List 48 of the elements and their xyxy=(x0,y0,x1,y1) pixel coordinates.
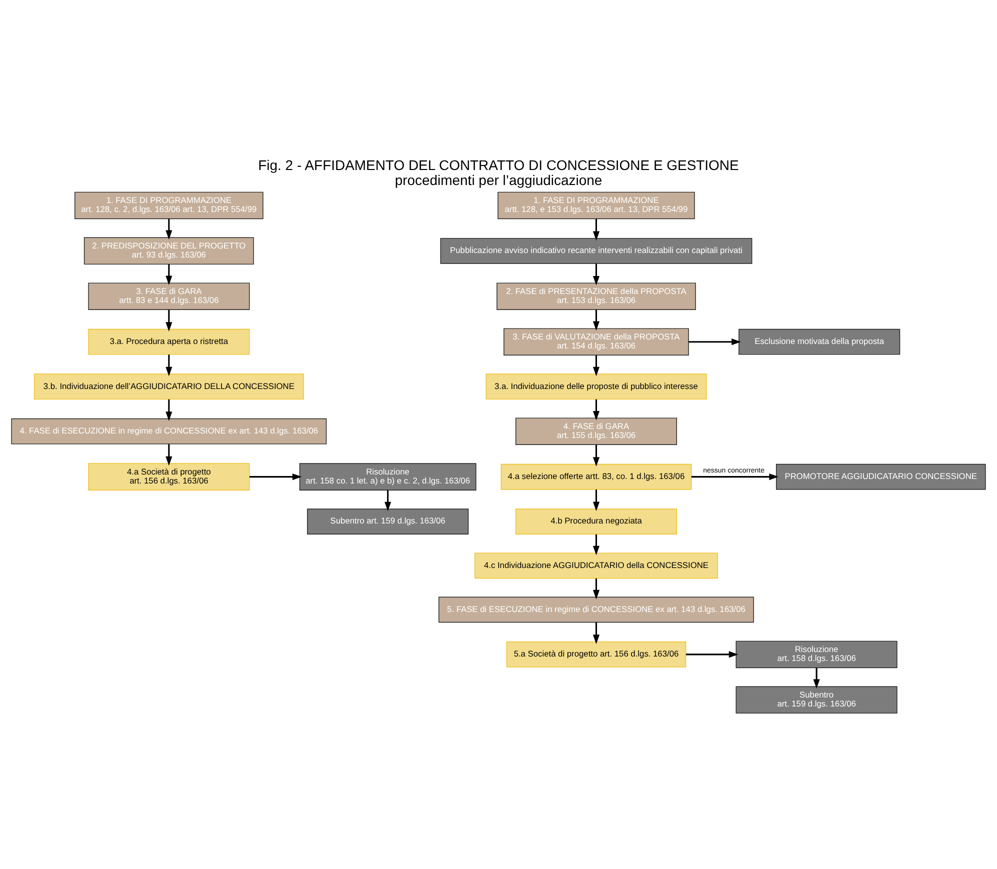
arrow xyxy=(592,534,600,556)
node-box: 4.b Procedura negoziata xyxy=(515,508,678,534)
node-box: 3. FASE di VALUTAZIONE della PROPOSTA art. 154 d.lgs. 163/06 xyxy=(504,328,689,356)
node-box: Subentro art. 159 d.lgs. 163/06 xyxy=(736,686,898,714)
arrow xyxy=(166,218,172,240)
node-box: 1. FASE DI PROGRAMMAZIONE artt. 128, e 153 d.lgs. 163/06 art. 13, DPR 554/99 xyxy=(498,192,695,220)
node-box: 2. PREDISPOSIZIONE DEL PROGETTO art. 93 d.lgs. 163/06 xyxy=(84,237,254,265)
arrow xyxy=(166,354,172,376)
arrow xyxy=(592,490,600,512)
node-box: 2. FASE di PRESENTAZIONE della PROPOSTA art. 153 d.lgs. 163/06 xyxy=(496,282,696,310)
node-box: 4.c Individuazione AGGIUDICATARIO della CONCESSIONE xyxy=(474,552,718,579)
caption: procedimenti per l’aggiudicazione xyxy=(394,172,602,188)
node-box: Pubblicazione avviso indicativo recante interventi realizzabili con capitali privati xyxy=(440,238,752,264)
node-box: 3.b. Individuazione dell’AGGIUDICATARIO DELLA CONCESSIONE xyxy=(34,374,304,400)
node-box: 1. FASE DI PROGRAMMAZIONE art. 128, c. 2, d.lgs. 163/06 art. 13, DPR 554/99 xyxy=(74,192,264,220)
arrow xyxy=(250,474,302,480)
node-box: 5. FASE di ESECUZIONE in regime di CONCESSIONE ex art. 143 d.lgs. 163/06 xyxy=(438,596,754,623)
arrow xyxy=(166,310,172,332)
node-box: 5.a Società di progetto art. 156 d.lgs. 163/06 xyxy=(506,642,686,668)
node-box: PROMOTORE AGGIUDICATARIO CONCESSIONE xyxy=(776,464,986,490)
node-box: Risoluzione art. 158 co. 1 let. a) e b) e c. 2, d.lgs. 163/06 xyxy=(299,463,476,490)
node-box: Risoluzione art. 158 d.lgs. 163/06 xyxy=(736,640,898,668)
arrow xyxy=(813,668,820,689)
arrow xyxy=(592,444,600,466)
arrow xyxy=(592,622,600,644)
node-box: Subentro art. 159 d.lgs. 163/06 xyxy=(307,508,469,534)
node-box: 3. FASE di GARA artt. 83 e 144 d.lgs. 163/06 xyxy=(88,282,250,310)
arrow xyxy=(592,399,600,420)
arrow xyxy=(166,264,172,286)
arrow xyxy=(688,338,741,346)
arrow xyxy=(592,355,600,376)
node-box: Esclusione motivata della proposta xyxy=(738,328,900,355)
arrow xyxy=(592,218,600,241)
arrow xyxy=(592,264,600,286)
arrow xyxy=(166,399,172,421)
node-box: 4.a Società di progetto art. 156 d.lgs. 163/06 xyxy=(88,463,250,490)
node-box: 4. FASE di GARA art. 155 d.lgs. 163/06 xyxy=(515,418,678,445)
arrow xyxy=(384,490,392,512)
node-box: 4.a selezione offerte artt. 83, co. 1 d.lgs. 163/06 xyxy=(500,464,692,490)
node-box: 3.a. Individuazione delle proposte di pubblico interesse xyxy=(486,374,707,400)
node-box: 3.a. Procedura aperta o ristretta xyxy=(88,328,250,355)
arrow xyxy=(592,578,600,600)
arrow xyxy=(592,310,600,331)
arrow xyxy=(691,474,779,480)
arrow xyxy=(686,651,738,658)
diagram-title: Fig. 2 - AFFIDAMENTO DEL CONTRATTO DI CONCESSIONE E GESTIONE xyxy=(258,156,739,173)
node-box: 4. FASE di ESECUZIONE in regime di CONCESSIONE ex art. 143 d.lgs. 163/06 xyxy=(11,418,327,444)
arrow xyxy=(166,444,172,466)
